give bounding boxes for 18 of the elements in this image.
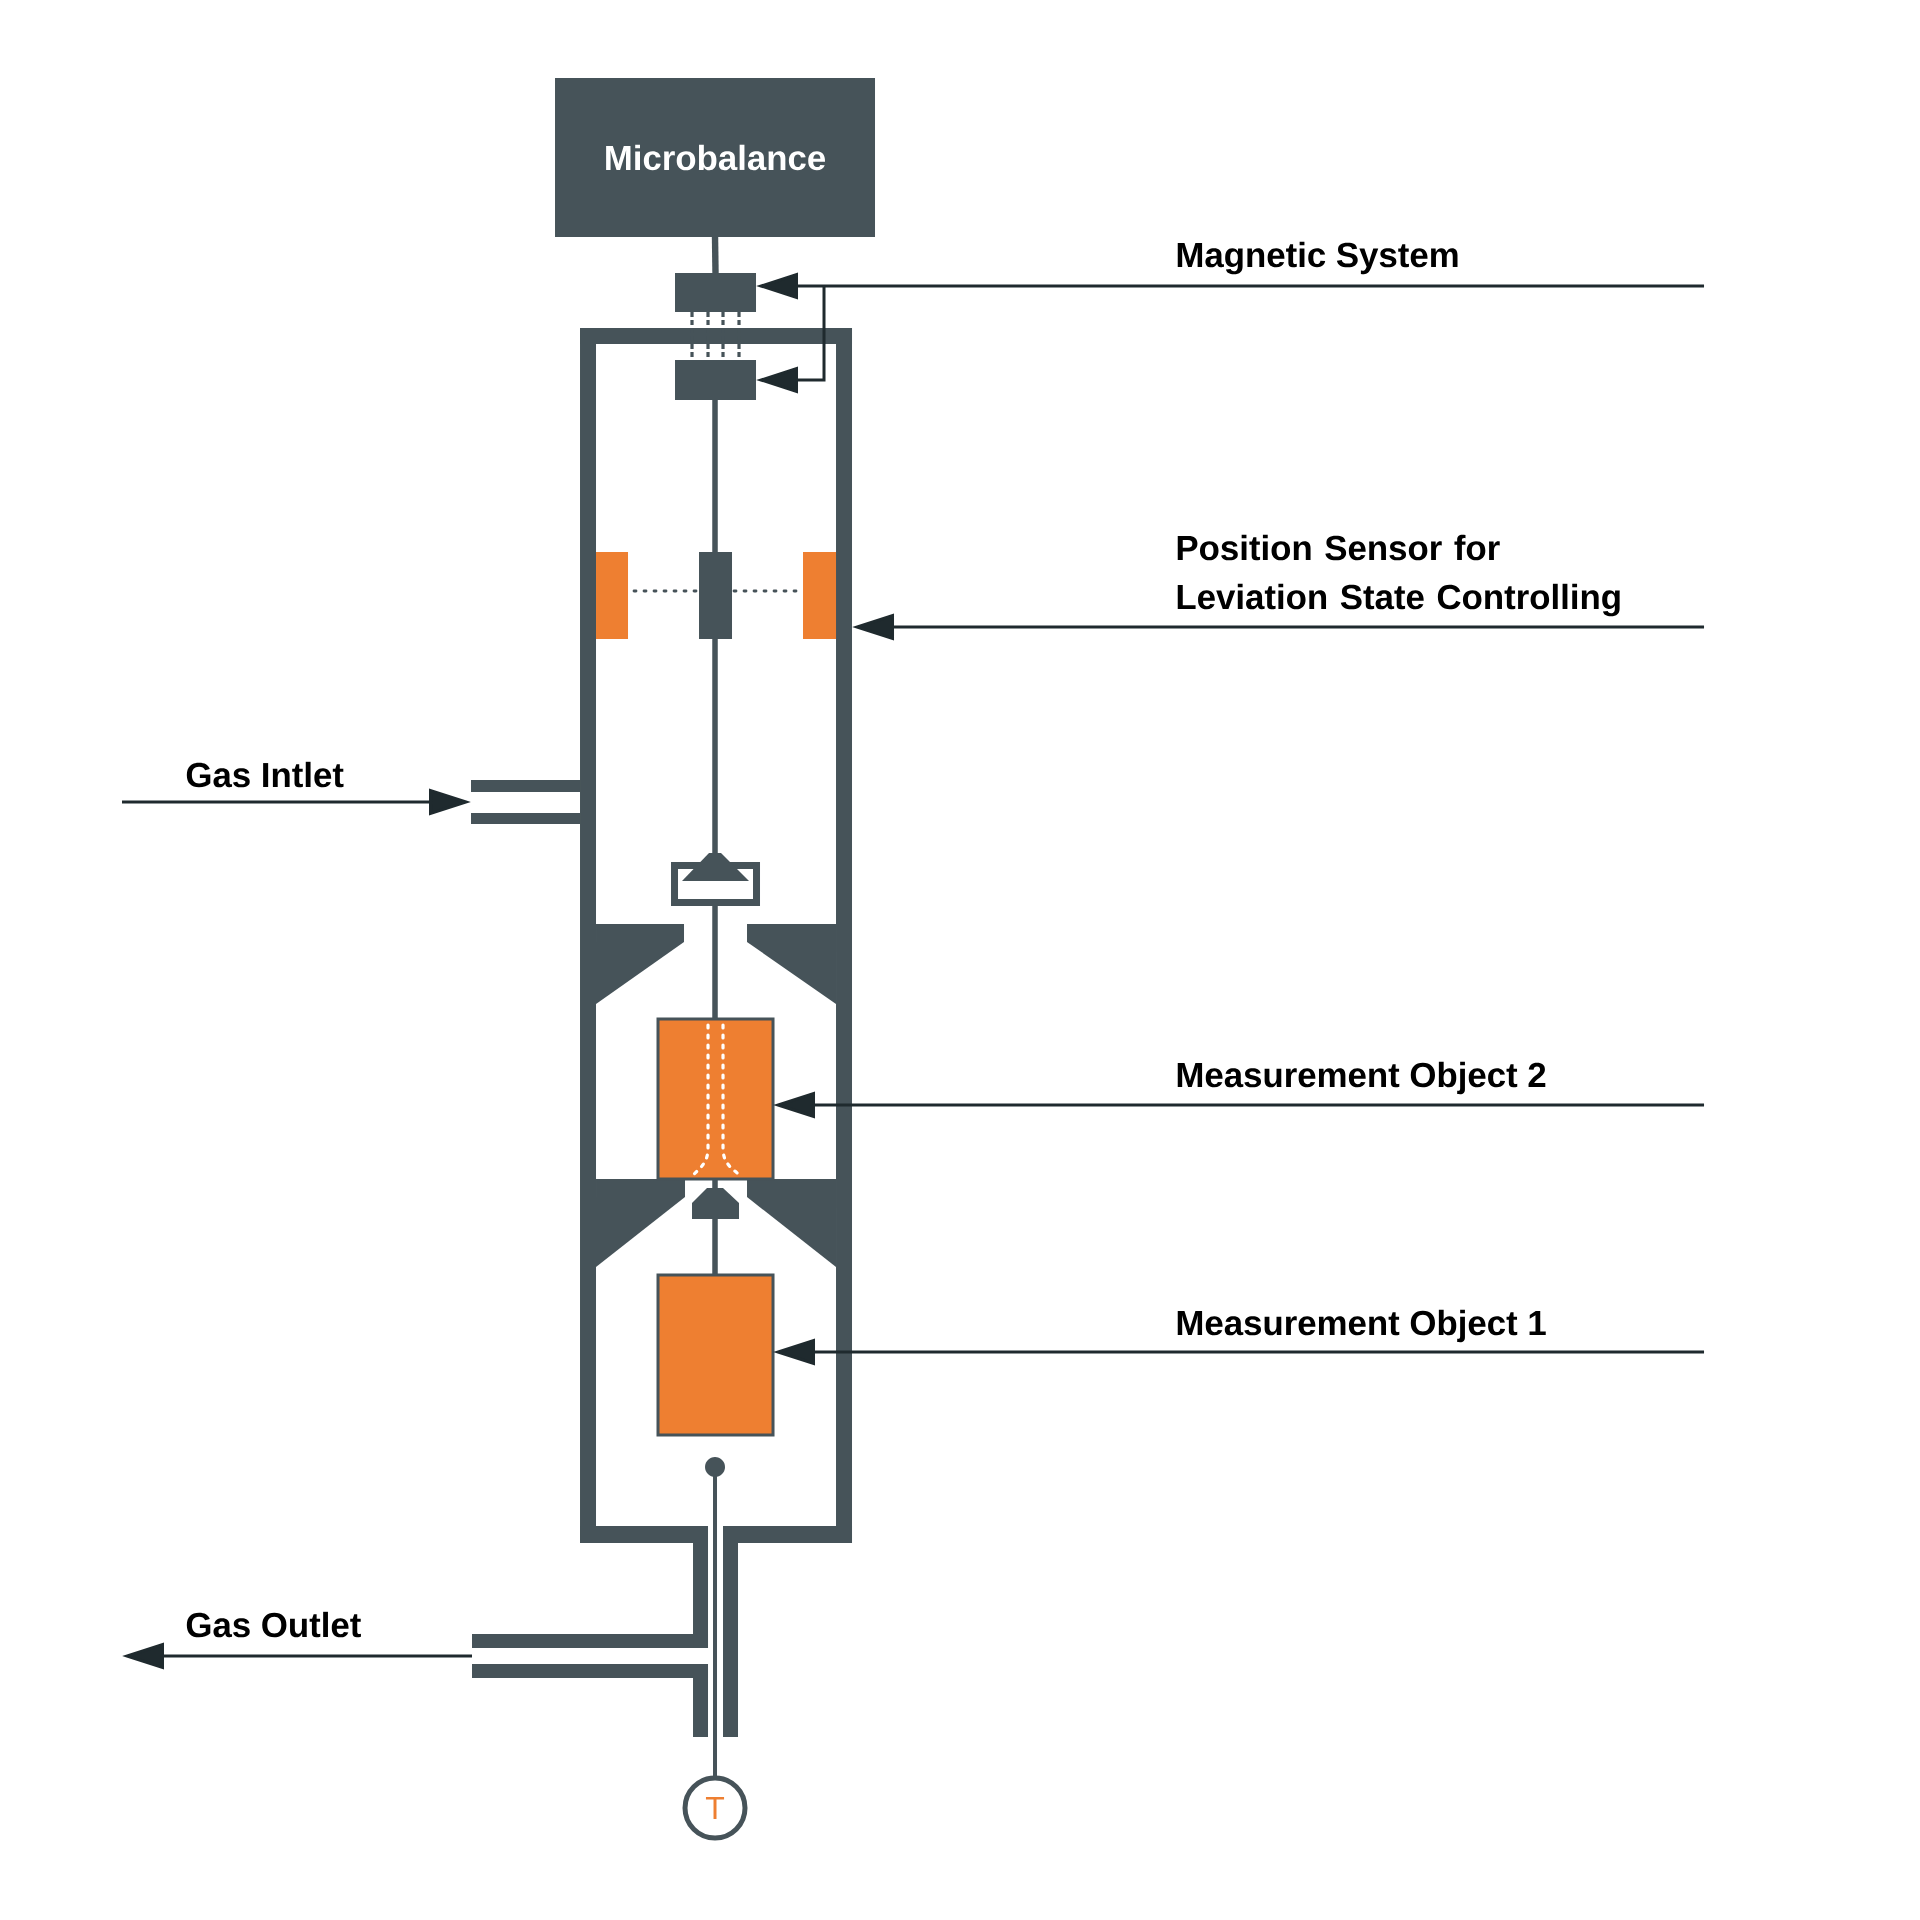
- edge-label: Measurement Object 2: [1175, 1059, 1547, 1097]
- dotted-line: [690, 312, 694, 360]
- suspension-wire: [711, 236, 719, 274]
- edge-label: Magnetic System: [1175, 239, 1460, 277]
- dotted-line: [706, 312, 710, 360]
- sample-block: [656, 1017, 775, 1181]
- microbalance-box: Microbalance: [555, 78, 875, 237]
- dotted-line: [721, 312, 725, 360]
- edge-label: Measurement Object 1: [1175, 1307, 1547, 1345]
- edge-label: Position Sensor for Leviation State Controlling: [1175, 532, 1640, 619]
- edge-label: Gas Outlet: [185, 1609, 362, 1640]
- magnet-block: [675, 273, 756, 312]
- sample-block: [656, 1273, 775, 1437]
- outlet-pipe: [472, 1543, 738, 1737]
- magnet-block: [675, 360, 756, 400]
- edge-label: Gas Intlet: [185, 759, 344, 790]
- dotted-line: [737, 312, 741, 360]
- inlet-pipe: [471, 780, 580, 824]
